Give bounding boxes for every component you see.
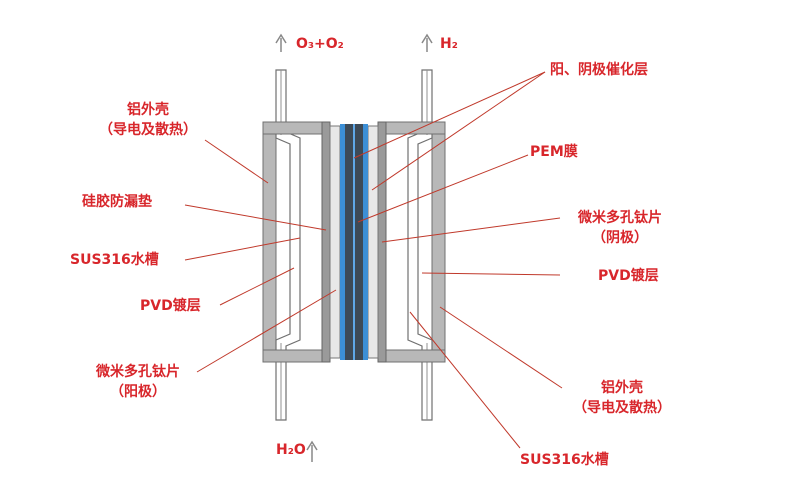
left-shell-top-cap <box>262 121 324 135</box>
cathode-catalyst-layer <box>363 124 368 360</box>
water-in-arrow <box>306 440 318 462</box>
label-silicone-gasket: 硅胶防漏垫 <box>82 194 152 210</box>
left-shell-bottom-cap <box>262 349 324 363</box>
label-titanium-anode-line1: 微米多孔钛片 <box>96 364 180 380</box>
hydrogen-outlet-label: H₂ <box>440 36 458 52</box>
leader-pem <box>357 154 529 223</box>
leader-catalyst-a <box>353 71 546 159</box>
label-sus316-right: SUS316水槽 <box>520 452 609 468</box>
leader-lines <box>184 71 563 449</box>
label-aluminum-shell-left-line2: （导电及散热） <box>99 122 197 138</box>
leader-ti-right <box>381 217 561 243</box>
label-catalyst-layers: 阳、阴极催化层 <box>550 62 648 78</box>
leader-pvd-left <box>219 267 295 306</box>
left-silicone-gasket <box>321 121 331 363</box>
hydrogen-out-arrow <box>421 33 433 52</box>
right-shell-bottom-cap <box>384 349 446 363</box>
label-pem-membrane: PEM膜 <box>530 144 578 160</box>
label-aluminum-shell-left: 铝外壳 （导电及散热） <box>78 100 218 140</box>
label-titanium-cathode: 微米多孔钛片 （阴极） <box>560 208 680 248</box>
right-porous-titanium <box>367 125 379 359</box>
leader-catalyst-b <box>371 71 546 191</box>
oxygen-out-arrow <box>275 33 287 52</box>
left-porous-titanium <box>329 125 341 359</box>
label-aluminum-shell-right-line2: （导电及散热） <box>573 400 671 416</box>
label-titanium-anode: 微米多孔钛片 （阳极） <box>78 362 198 402</box>
water-inlet-label: H₂O <box>276 442 306 458</box>
leader-al-shell-right <box>439 306 563 389</box>
leader-sus316-left <box>184 237 301 261</box>
leader-ti-left <box>196 289 337 373</box>
label-aluminum-shell-right: 铝外壳 （导电及散热） <box>552 378 692 418</box>
leader-sus316-right <box>409 311 521 449</box>
label-titanium-anode-line2: （阳极） <box>110 384 166 400</box>
right-shell-top-cap <box>384 121 446 135</box>
right-aluminum-shell <box>431 121 446 363</box>
oxygen-ozone-outlet-label: O₃+O₂ <box>296 36 344 52</box>
leader-silicone-gasket <box>184 204 327 231</box>
label-pvd-left: PVD镀层 <box>140 298 201 314</box>
label-aluminum-shell-right-line1: 铝外壳 <box>601 380 643 396</box>
anode-catalyst-layer <box>340 124 345 360</box>
leader-al-shell-left <box>204 139 269 184</box>
label-titanium-cathode-line2: （阴极） <box>592 230 648 246</box>
label-sus316-left: SUS316水槽 <box>70 252 159 268</box>
label-titanium-cathode-line1: 微米多孔钛片 <box>578 210 662 226</box>
label-pvd-right: PVD镀层 <box>598 268 659 284</box>
leader-pvd-right <box>421 272 561 276</box>
label-aluminum-shell-left-line1: 铝外壳 <box>127 102 169 118</box>
